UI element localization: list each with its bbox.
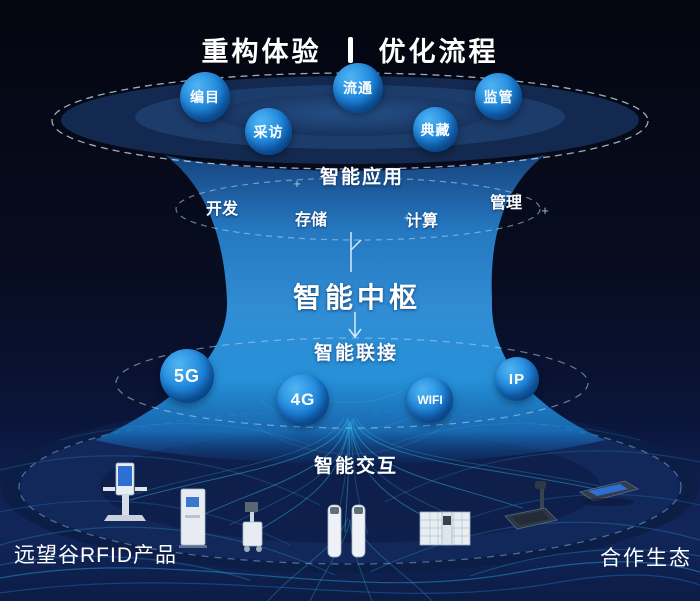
title-divider-bar bbox=[347, 36, 353, 63]
bubble-4g: 4G bbox=[277, 374, 329, 426]
footer-ecosystem-label: 合作生态 bbox=[600, 547, 692, 570]
service-computing: 计算 bbox=[405, 213, 439, 230]
footer-products-label: 远望谷RFID产品 bbox=[14, 544, 177, 567]
bubble-wifi: WIFI bbox=[407, 377, 453, 423]
page-title-right: 优化流程 bbox=[378, 37, 499, 67]
service-development: 开发 bbox=[205, 201, 239, 218]
hub-connector-lines bbox=[348, 232, 362, 339]
desktop-reader-icon bbox=[504, 481, 558, 530]
bubble-supervision: 监管 bbox=[475, 73, 522, 120]
bubble-ip: IP bbox=[495, 357, 539, 401]
flow-lines bbox=[121, 417, 609, 601]
page-title-left: 重构体验 bbox=[201, 37, 322, 67]
service-storage: 存储 bbox=[294, 212, 328, 229]
service-management: 管理 bbox=[489, 195, 523, 212]
connection-dashed-ring bbox=[115, 337, 589, 429]
application-layer-label: 智能应用 bbox=[319, 167, 405, 188]
wave-decorations bbox=[0, 422, 700, 594]
application-dashed-ring bbox=[175, 177, 541, 241]
device-row bbox=[103, 462, 639, 558]
bubble-cataloging: 编目 bbox=[180, 72, 230, 122]
bubble-circulation: 流通 bbox=[333, 63, 383, 113]
plus-decoration-icon: + bbox=[541, 203, 549, 218]
plus-decoration-icon: + bbox=[293, 176, 301, 191]
kiosk-terminal-icon bbox=[103, 462, 147, 521]
tablet-reader-icon bbox=[579, 480, 639, 506]
hub-label: 智能中枢 bbox=[292, 282, 422, 313]
bubble-5g: 5G bbox=[160, 349, 214, 403]
plus-decoration-icon: + bbox=[403, 210, 411, 225]
self-service-cabinet-icon bbox=[179, 488, 207, 548]
page-title: 重构体验 优化流程 bbox=[0, 30, 700, 69]
smart-locker-icon bbox=[419, 511, 471, 546]
inventory-trolley-icon bbox=[242, 502, 263, 552]
bubble-collection: 典藏 bbox=[413, 107, 458, 152]
bubble-acquisition: 采访 bbox=[245, 108, 292, 155]
interaction-layer-label: 智能交互 bbox=[313, 456, 399, 477]
security-gate-icon bbox=[327, 504, 366, 558]
connection-layer-label: 智能联接 bbox=[313, 343, 399, 364]
